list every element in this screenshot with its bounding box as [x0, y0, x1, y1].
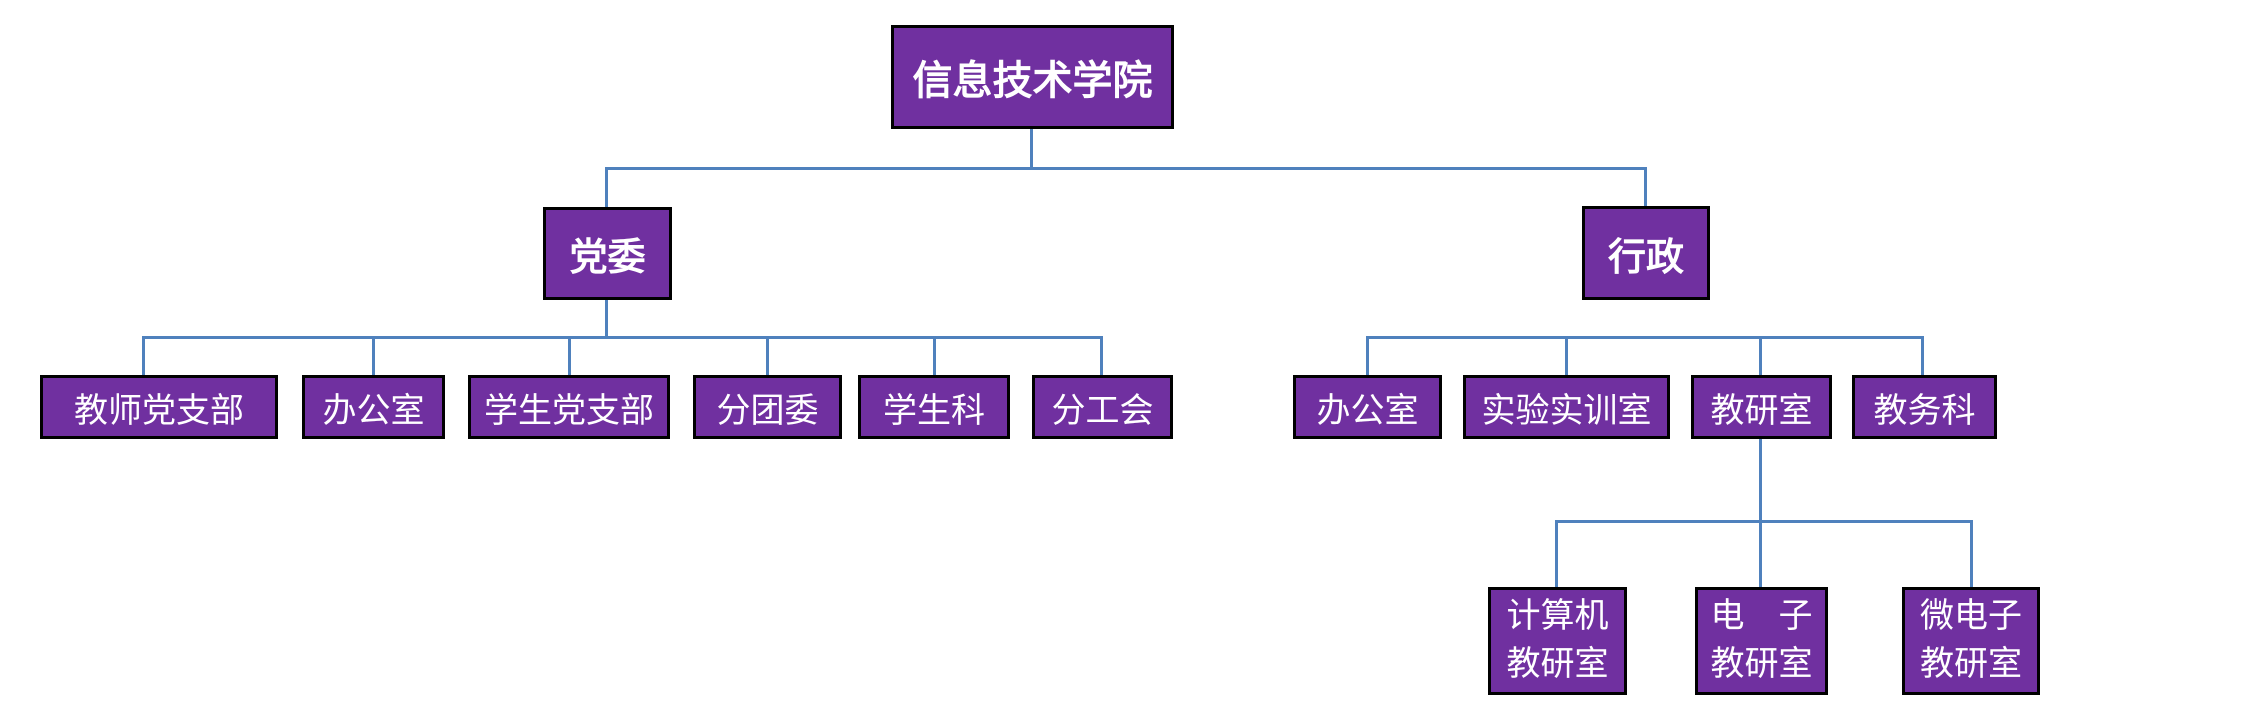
connector-to-research-office [1759, 336, 1762, 375]
connector-to-student-branch [568, 336, 571, 375]
connector-to-student-section [933, 336, 936, 375]
org-node-admin-office: 办公室 [1293, 375, 1442, 439]
node-label-line1: 计算机 [1506, 598, 1609, 636]
connector-root-down [1030, 129, 1033, 169]
connector-party-down [605, 300, 608, 338]
connector-level2-rail [605, 167, 1647, 170]
connector-to-union [1100, 336, 1103, 375]
org-node-student-section: 学生科 [858, 375, 1010, 439]
connector-to-lab-room [1565, 336, 1568, 375]
org-node-party-office: 办公室 [302, 375, 445, 439]
connector-to-computer-office [1555, 520, 1558, 587]
org-node-teaching-research-office: 教研室 [1691, 375, 1832, 439]
connector-to-teacher-branch [142, 336, 145, 375]
connector-to-academic-section [1921, 336, 1924, 375]
connector-to-admin-office [1366, 336, 1369, 375]
connector-party-rail [142, 336, 1103, 339]
org-node-youth-league-committee: 分团委 [693, 375, 842, 439]
connector-to-youth-league [766, 336, 769, 375]
connector-to-admin [1644, 167, 1647, 206]
org-node-party-committee: 党委 [543, 207, 672, 300]
org-node-academic-affairs-section: 教务科 [1852, 375, 1997, 439]
connector-research-down [1759, 439, 1762, 587]
org-node-electronics-research-office: 电 子 教研室 [1695, 587, 1828, 695]
org-node-student-party-branch: 学生党支部 [468, 375, 670, 439]
connector-research-rail [1555, 520, 1973, 523]
org-node-administration: 行政 [1582, 206, 1710, 300]
node-label-line2: 教研室 [1920, 646, 2022, 683]
connector-to-party-office [372, 336, 375, 375]
org-node-microelectronics-research-office: 微电子 教研室 [1902, 587, 2040, 695]
node-label-line1: 电 子 [1710, 598, 1813, 636]
org-node-root: 信息技术学院 [891, 25, 1174, 129]
node-label-line2: 教研室 [1710, 646, 1813, 683]
connector-to-microelectronics-office [1970, 520, 1973, 587]
org-node-lab-training-room: 实验实训室 [1463, 375, 1670, 439]
org-node-computer-research-office: 计算机 教研室 [1488, 587, 1627, 695]
connector-admin-rail [1366, 336, 1924, 339]
org-node-labor-union-branch: 分工会 [1032, 375, 1173, 439]
node-label-line1: 微电子 [1920, 598, 2022, 636]
connector-to-party [605, 167, 608, 207]
node-label-line2: 教研室 [1506, 646, 1609, 683]
org-node-teacher-party-branch: 教师党支部 [40, 375, 278, 439]
